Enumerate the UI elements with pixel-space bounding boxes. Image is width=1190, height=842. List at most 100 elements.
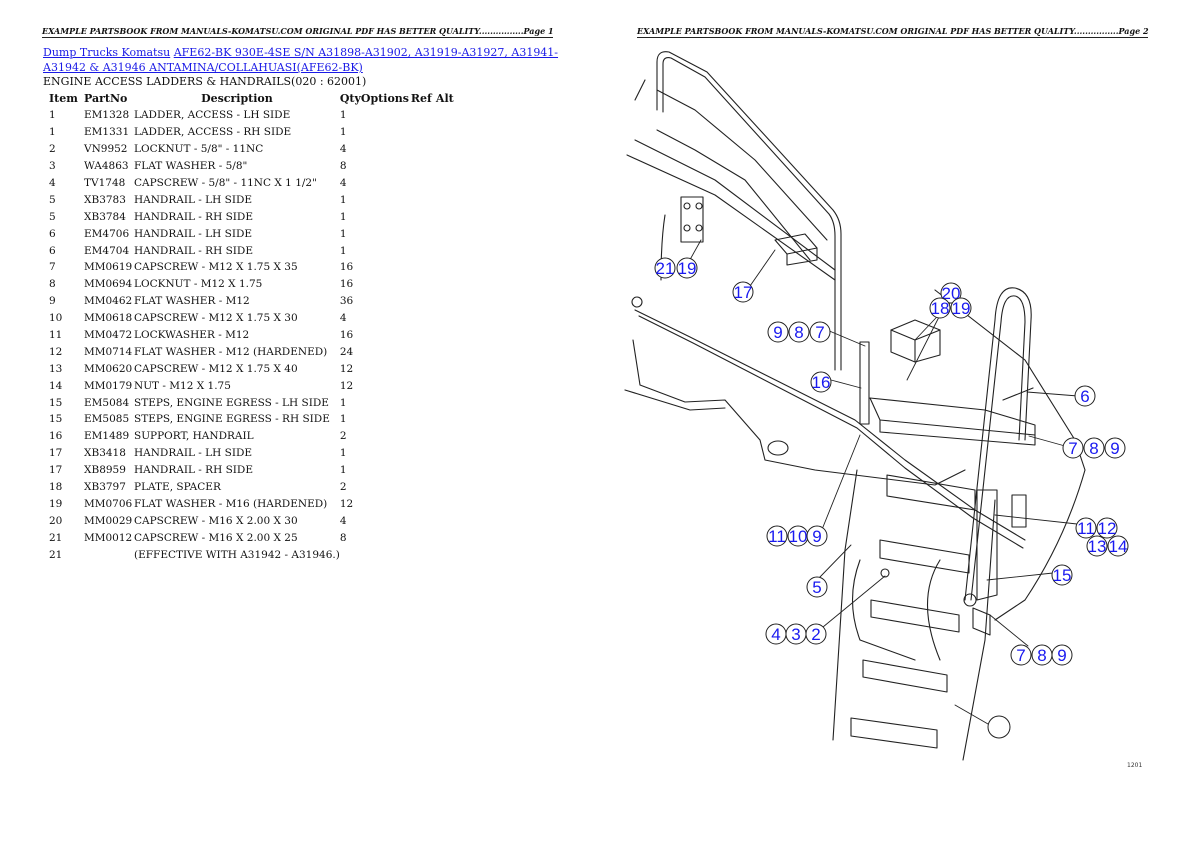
cell-qty: 1 bbox=[339, 109, 347, 122]
cell-item: 17 bbox=[49, 464, 63, 477]
callout-number: 9 bbox=[1110, 439, 1119, 458]
drawing-code: 1201 bbox=[1127, 762, 1143, 769]
cell-alt bbox=[436, 377, 461, 394]
callout-circle bbox=[1107, 535, 1129, 557]
cell-alt bbox=[436, 428, 461, 445]
cell-item: 11 bbox=[49, 329, 63, 342]
cell-qty: 36 bbox=[339, 295, 354, 308]
cell-alt bbox=[436, 394, 461, 411]
cell-item: 20 bbox=[49, 514, 63, 527]
cell-item: 6 bbox=[49, 227, 56, 240]
cell-description: CAPSCREW - M12 X 1.75 X 35 bbox=[134, 261, 298, 274]
cell-ref bbox=[411, 512, 436, 529]
header-divider bbox=[42, 37, 553, 38]
cell-ref bbox=[411, 107, 436, 124]
callout-number: 7 bbox=[1016, 646, 1025, 665]
cell-alt bbox=[436, 225, 461, 242]
callout-balloon: 9 bbox=[1104, 437, 1126, 459]
cell-item: 3 bbox=[49, 160, 56, 173]
cell-alt bbox=[436, 479, 461, 496]
cell-partno: MM0706 bbox=[84, 497, 133, 510]
cell-ref bbox=[411, 428, 436, 445]
cell-alt bbox=[436, 327, 461, 344]
cell-ref bbox=[411, 175, 436, 192]
cell-ref bbox=[411, 158, 436, 175]
callout-circle bbox=[1083, 437, 1105, 459]
callout-number: 8 bbox=[1037, 646, 1046, 665]
col-description: Description bbox=[201, 92, 273, 105]
cell-description: HANDRAIL - LH SIDE bbox=[134, 193, 253, 206]
cell-qty: 4 bbox=[339, 514, 347, 527]
callout-circle bbox=[950, 297, 972, 319]
cell-partno: MM0620 bbox=[84, 362, 133, 375]
cell-item: 19 bbox=[49, 497, 63, 510]
cell-alt bbox=[436, 445, 461, 462]
cell-partno: MM0012 bbox=[84, 531, 133, 544]
callout-balloon: 8 bbox=[1083, 437, 1105, 459]
cell-options bbox=[361, 428, 411, 445]
cell-options bbox=[361, 343, 411, 360]
page-2: EXAMPLE PARTSBOOK FROM MANUALS-KOMATSU.C… bbox=[595, 0, 1190, 842]
callout-circle bbox=[809, 321, 831, 343]
cell-description: SUPPORT, HANDRAIL bbox=[134, 430, 254, 443]
cell-options bbox=[361, 462, 411, 479]
cell-description: STEPS, ENGINE EGRESS - RH SIDE bbox=[134, 413, 330, 426]
cell-ref bbox=[411, 191, 436, 208]
cell-qty: 16 bbox=[339, 329, 354, 342]
callout-circle bbox=[806, 576, 828, 598]
cell-description: LOCKNUT - M12 X 1.75 bbox=[134, 278, 263, 291]
cell-ref bbox=[411, 529, 436, 546]
callout-circle bbox=[1010, 644, 1032, 666]
callout-balloon: 15 bbox=[1051, 564, 1073, 586]
callout-circle bbox=[766, 525, 788, 547]
callout-number: 8 bbox=[1089, 439, 1098, 458]
cell-item: 21 bbox=[49, 531, 63, 544]
cell-description: FLAT WASHER - M16 (HARDENED) bbox=[134, 497, 328, 510]
callout-balloon: 21 bbox=[654, 257, 676, 279]
page-header: EXAMPLE PARTSBOOK FROM MANUALS-KOMATSU.C… bbox=[42, 26, 554, 36]
cell-options bbox=[361, 225, 411, 242]
cell-qty: 1 bbox=[339, 126, 347, 139]
cell-partno: XB8959 bbox=[84, 464, 126, 477]
category-link[interactable]: Dump Trucks Komatsu bbox=[43, 46, 171, 59]
cell-partno: MM0029 bbox=[84, 514, 133, 527]
callout-balloon: 8 bbox=[1031, 644, 1053, 666]
cell-partno: MM0619 bbox=[84, 261, 133, 274]
cell-description: HANDRAIL - LH SIDE bbox=[134, 447, 253, 460]
cell-item: 17 bbox=[49, 447, 63, 460]
cell-item: 1 bbox=[49, 126, 56, 139]
cell-ref bbox=[411, 124, 436, 141]
callout-balloon: 11 bbox=[766, 525, 788, 547]
callout-balloon: 7 bbox=[809, 321, 831, 343]
model-link[interactable]: AFE62-BK 930E-4SE S/N A31898-A31902, A31… bbox=[43, 46, 559, 74]
document-title: Dump Trucks Komatsu AFE62-BK 930E-4SE S/… bbox=[43, 45, 563, 75]
cell-description: FLAT WASHER - M12 bbox=[134, 295, 250, 308]
cell-partno: MM0179 bbox=[84, 379, 133, 392]
callout-number: 4 bbox=[771, 625, 780, 644]
cell-options bbox=[361, 360, 411, 377]
cell-alt bbox=[436, 107, 461, 124]
cell-ref bbox=[411, 343, 436, 360]
cell-qty: 4 bbox=[339, 312, 347, 325]
cell-ref bbox=[411, 445, 436, 462]
col-ref: Ref bbox=[410, 92, 432, 105]
cell-options bbox=[361, 411, 411, 428]
callout-balloon: 17 bbox=[732, 281, 754, 303]
ladder-steps bbox=[850, 474, 976, 749]
cell-ref bbox=[411, 495, 436, 512]
callout-balloon: 5 bbox=[806, 576, 828, 598]
cell-options bbox=[361, 208, 411, 225]
cell-options bbox=[361, 445, 411, 462]
callout-number: 16 bbox=[812, 373, 831, 392]
parts-table: Item PartNo Description Qty Options Ref … bbox=[43, 90, 461, 563]
